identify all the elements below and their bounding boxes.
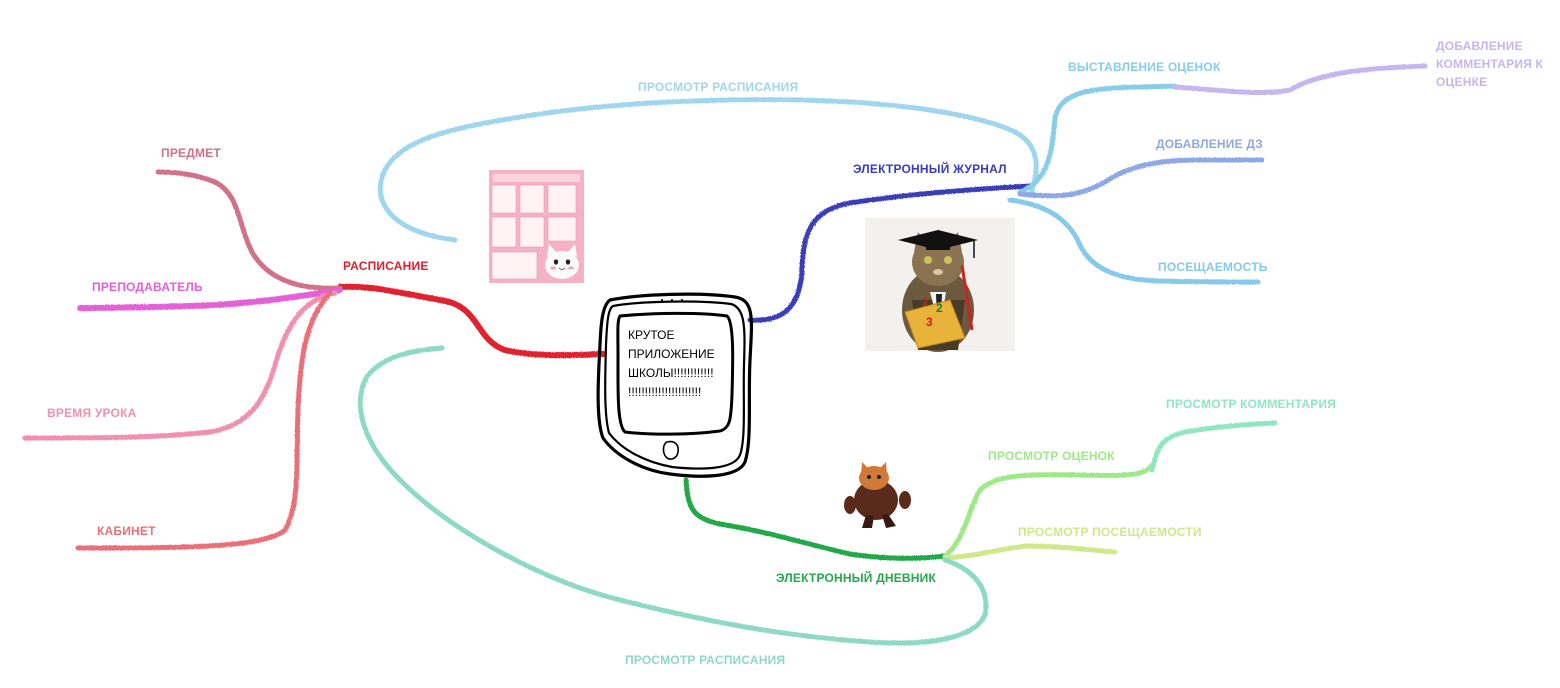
line-view-grades	[942, 462, 1155, 559]
label-diary: ЭЛЕКТРОННЫЙ ДНЕВНИК	[776, 571, 936, 585]
svg-text:1: 1	[922, 295, 929, 309]
label-schedule: РАСПИСАНИЕ	[343, 259, 429, 273]
line-view-schedule-bottom	[357, 345, 989, 646]
label-grade-comment-text: ДОБАВЛЕНИЕ КОММЕНТАРИЯ К ОЦЕНКЕ	[1436, 39, 1544, 89]
line-attendance	[1007, 197, 1261, 285]
line-diary	[683, 477, 948, 561]
center-line-2: ПРИЛОЖЕНИЕ	[628, 347, 715, 361]
center-node-text: КРУТОЕ ПРИЛОЖЕНИЕ ШКОЛЫ!!!!!!!!!!!! !!!!…	[628, 326, 768, 402]
label-grading: ВЫСТАВЛЕНИЕ ОЦЕНОК	[1068, 60, 1221, 74]
branch-diary	[357, 345, 1278, 646]
label-view-schedule-bottom: ПРОСМОТР РАСПИСАНИЯ	[625, 653, 786, 667]
poster-cat-icon	[545, 244, 579, 279]
svg-text:3: 3	[926, 315, 933, 329]
label-attendance: ПОСЕЩАЕМОСТЬ	[1158, 260, 1268, 274]
line-grade-comment	[1172, 63, 1428, 96]
line-room	[75, 290, 333, 551]
line-view-schedule-top	[377, 97, 1039, 243]
label-subject: ПРЕДМЕТ	[161, 146, 221, 160]
teacher-cat-image: 1 2 3	[865, 218, 1015, 352]
phone-device	[596, 292, 754, 478]
schedule-poster-image	[489, 170, 584, 283]
label-room: КАБИНЕТ	[97, 524, 156, 538]
center-line-4: !!!!!!!!!!!!!!!!!!!!!!	[628, 385, 702, 399]
branch-schedule	[22, 97, 1039, 551]
svg-text:2: 2	[936, 301, 943, 315]
phone-outline	[596, 292, 754, 478]
line-teacher	[77, 287, 343, 311]
center-line-1: КРУТОЕ	[628, 328, 675, 342]
label-view-attendance: ПРОСМОТР ПОСЕЩАЕМОСТИ	[1018, 525, 1202, 539]
line-view-comment	[1149, 420, 1278, 473]
line-schedule	[337, 283, 606, 359]
student-cat-image	[844, 462, 911, 528]
line-homework	[1017, 157, 1265, 199]
line-time	[22, 290, 338, 441]
phone-speaker-dots	[661, 299, 683, 301]
line-subject	[155, 169, 343, 291]
label-view-comment: ПРОСМОТР КОММЕНТАРИЯ	[1166, 397, 1337, 411]
center-line-3: ШКОЛЫ!!!!!!!!!!!!	[628, 366, 714, 380]
line-view-attendance	[942, 543, 1118, 561]
line-journal	[747, 183, 1033, 323]
graduation-cap-icon	[898, 230, 978, 250]
label-journal: ЭЛЕКТРОННЫЙ ЖУРНАЛ	[853, 162, 1007, 176]
branch-journal	[747, 63, 1428, 323]
phone-home-button-icon	[662, 440, 679, 460]
label-teacher: ПРЕПОДАВАТЕЛЬ	[92, 280, 203, 294]
phone-outline-inner	[604, 300, 746, 470]
label-view-schedule-top: ПРОСМОТР РАСПИСАНИЯ	[638, 80, 799, 94]
label-lesson-time: ВРЕМЯ УРОКА	[47, 406, 137, 420]
line-grading	[1017, 83, 1178, 195]
label-grade-comment: ДОБАВЛЕНИЕ КОММЕНТАРИЯ К ОЦЕНКЕ	[1436, 37, 1556, 91]
label-homework: ДОБАВЛЕНИЕ ДЗ	[1156, 137, 1263, 151]
phone-screen	[616, 311, 735, 436]
label-view-grades: ПРОСМОТР ОЦЕНОК	[988, 449, 1115, 463]
